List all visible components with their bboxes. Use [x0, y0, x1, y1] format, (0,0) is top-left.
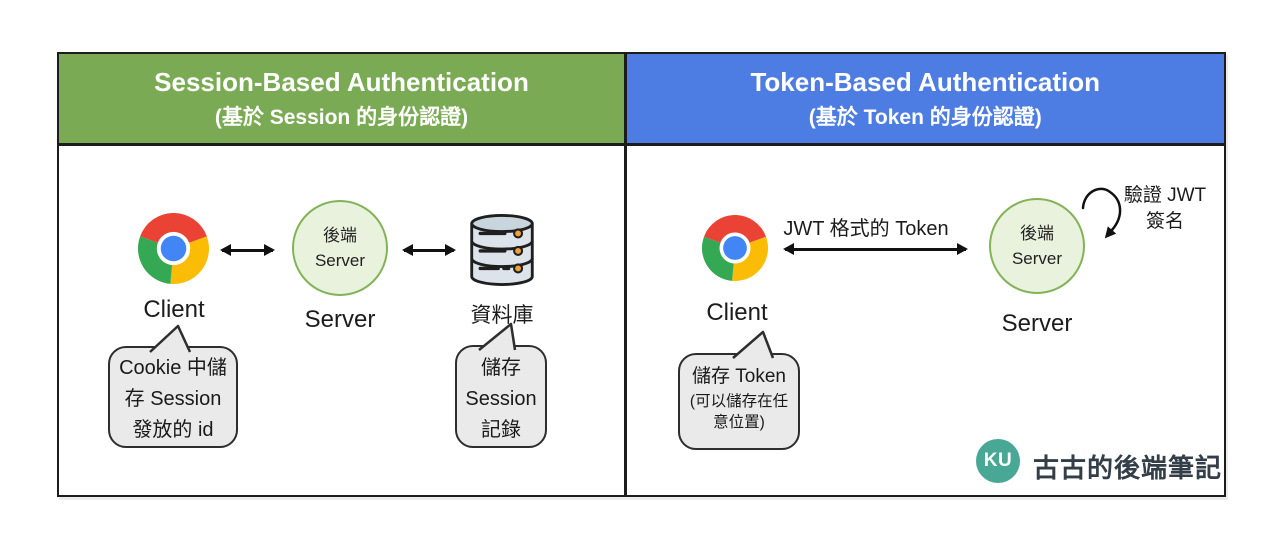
server-label: Server: [1001, 310, 1073, 337]
bubble-tail: [478, 322, 517, 351]
client-label: Client: [143, 296, 205, 323]
bubble-line: 儲存: [481, 357, 521, 379]
comparison-frame: Session-Based Authentication (基於 Session…: [57, 52, 1226, 497]
bidirectional-arrow-client-server: [783, 243, 968, 255]
session-subtitle: (基於 Session 的身份認證): [214, 106, 469, 129]
bubble-line: 記錄: [481, 419, 521, 441]
panel-divider: [624, 54, 627, 495]
bubble-tail: [149, 324, 192, 353]
server-circle-line: Server: [314, 251, 366, 270]
bubble-line: Session: [465, 388, 537, 410]
bidirectional-arrow-server-database: [402, 244, 456, 256]
bubble-line: 發放的 id: [132, 419, 214, 441]
chrome-browser-icon: [702, 215, 768, 281]
bubble-tail: [732, 330, 775, 359]
logo-initials: KU: [983, 450, 1013, 471]
session-title: Session-Based Authentication: [154, 67, 529, 97]
server-circle-line: 後端: [323, 226, 357, 245]
backend-server-circle: 後端 Server: [292, 200, 388, 296]
session-header: Session-Based Authentication (基於 Session…: [59, 54, 624, 146]
jwt-token-arrow-label: JWT 格式的 Token: [783, 218, 949, 240]
brand-logo-circle: KU: [976, 439, 1020, 483]
backend-server-circle: 後端 Server: [989, 198, 1085, 294]
token-header: Token-Based Authentication (基於 Token 的身份…: [626, 54, 1224, 146]
token-title: Token-Based Authentication: [750, 67, 1101, 97]
brand-logo-text: 古古的後端筆記: [1033, 453, 1223, 483]
server-label: Server: [304, 306, 376, 333]
bubble-line: 意位置): [713, 414, 765, 431]
bubble-line: 儲存 Token: [692, 366, 786, 387]
token-subtitle: (基於 Token 的身份認證): [808, 106, 1042, 129]
database-session-bubble: 儲存 Session 記錄: [455, 345, 547, 448]
client-cookie-bubble: Cookie 中儲 存 Session 發放的 id: [108, 346, 238, 448]
self-loop-arrow-icon: [1081, 187, 1122, 239]
jwt-verify-line: 驗證 JWT: [1123, 185, 1207, 206]
database-icon: [470, 214, 534, 286]
server-circle-line: Server: [1011, 249, 1063, 268]
bubble-line: 存 Session: [124, 388, 222, 410]
bubble-line: (可以儲存在任: [689, 393, 789, 410]
client-label: Client: [706, 299, 768, 326]
bidirectional-arrow-client-server: [220, 244, 275, 256]
server-circle-line: 後端: [1020, 224, 1054, 243]
jwt-verify-label: 驗證 JWT 簽名: [1085, 183, 1245, 235]
jwt-verify-line: 簽名: [1145, 211, 1184, 232]
chrome-browser-icon: [138, 213, 209, 284]
client-token-bubble: 儲存 Token (可以儲存在任 意位置): [678, 353, 800, 450]
bubble-line: Cookie 中儲: [119, 357, 227, 379]
database-label: 資料庫: [470, 304, 534, 327]
